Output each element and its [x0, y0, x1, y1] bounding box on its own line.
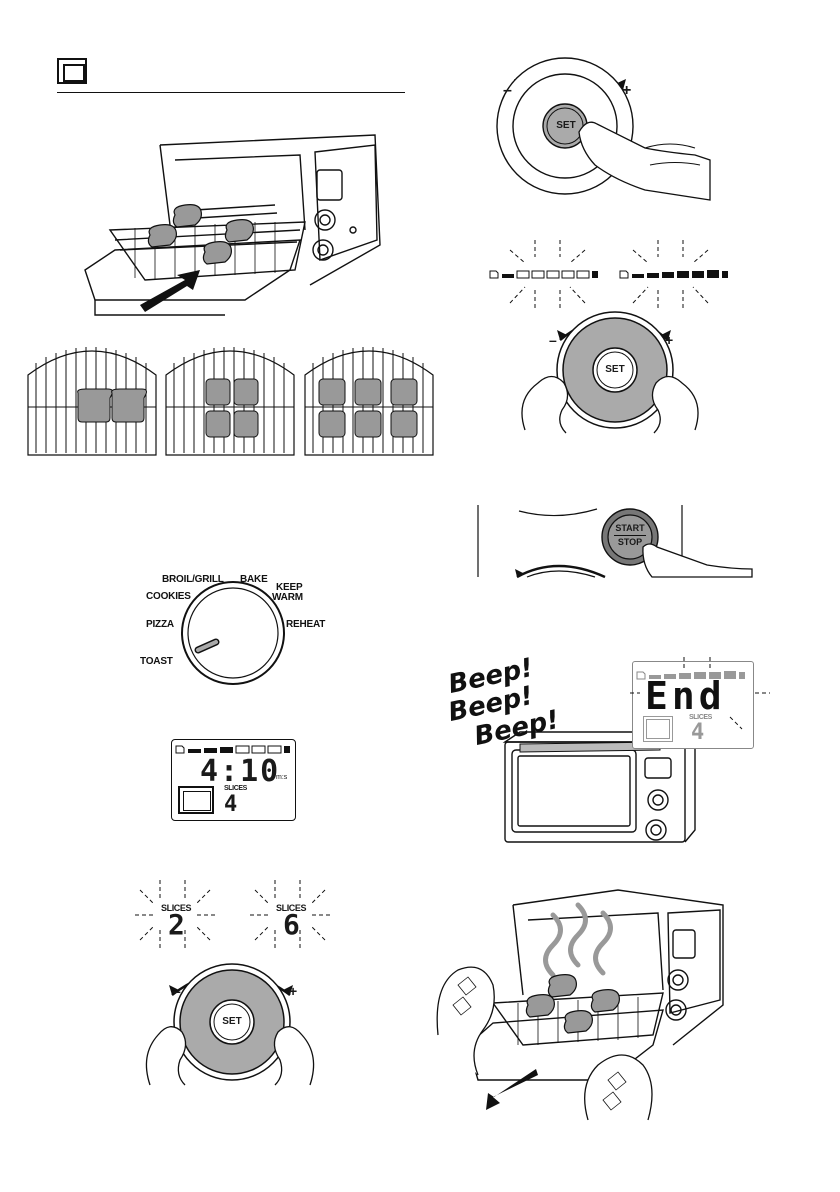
rack-diagram-two-slices — [28, 345, 156, 455]
dial-minus-sign-b: – — [503, 82, 512, 100]
dial-label-pizza: PIZZA — [146, 619, 174, 630]
rack-diagram-six-slices — [305, 345, 433, 455]
end-flash-rays — [630, 655, 770, 755]
lcd-slices-label: SLICES — [224, 785, 247, 792]
start-button-label[interactable]: START — [610, 523, 650, 533]
dial-label-cookies: COOKIES — [146, 591, 191, 602]
set-button-b[interactable]: SET — [549, 120, 583, 131]
dial-label-bake: BAKE — [240, 574, 268, 585]
dial-minus-sign-a: – — [173, 983, 181, 999]
slices-option-a: 2 — [168, 908, 185, 941]
lcd-slices-value: 4 — [224, 792, 237, 817]
dial-plus-sign-b: + — [622, 82, 631, 100]
dial-label-warm: WARM — [272, 592, 303, 603]
lcd-unit: m:s — [276, 774, 287, 781]
set-button-c[interactable]: SET — [596, 364, 634, 375]
oven-remove-toast-illustration — [438, 885, 728, 1120]
toast-function-icon — [57, 58, 87, 84]
lcd-time: 4:10 — [200, 754, 280, 789]
slices-option-b: 6 — [283, 908, 300, 941]
push-arrow-icon — [140, 270, 200, 312]
dial-plus-sign-c: + — [665, 332, 673, 348]
rack-diagram-four-slices — [166, 345, 294, 455]
dial-label-toast: TOAST — [140, 656, 173, 667]
start-stop-divider — [614, 535, 646, 536]
stop-button-label[interactable]: STOP — [610, 537, 650, 547]
dial-label-broil: BROIL/GRILL — [162, 574, 224, 585]
oven-insert-bread-illustration — [75, 130, 395, 330]
set-button-a[interactable]: SET — [214, 1016, 250, 1027]
header-rule — [57, 92, 405, 93]
lcd-display: 4:10 m:s SLICES 4 — [171, 739, 296, 821]
dial-plus-sign-a: + — [289, 983, 297, 999]
dial-minus-sign-c: – — [549, 332, 557, 348]
set-press-illustration — [495, 40, 725, 210]
function-dial[interactable] — [180, 580, 286, 686]
lcd-toast-icon — [178, 786, 214, 814]
shade-level-flash-illustration — [490, 235, 740, 315]
shade-level-bar — [176, 744, 290, 754]
pull-arrow-icon — [486, 1069, 538, 1110]
dial-label-reheat: REHEAT — [286, 619, 325, 630]
